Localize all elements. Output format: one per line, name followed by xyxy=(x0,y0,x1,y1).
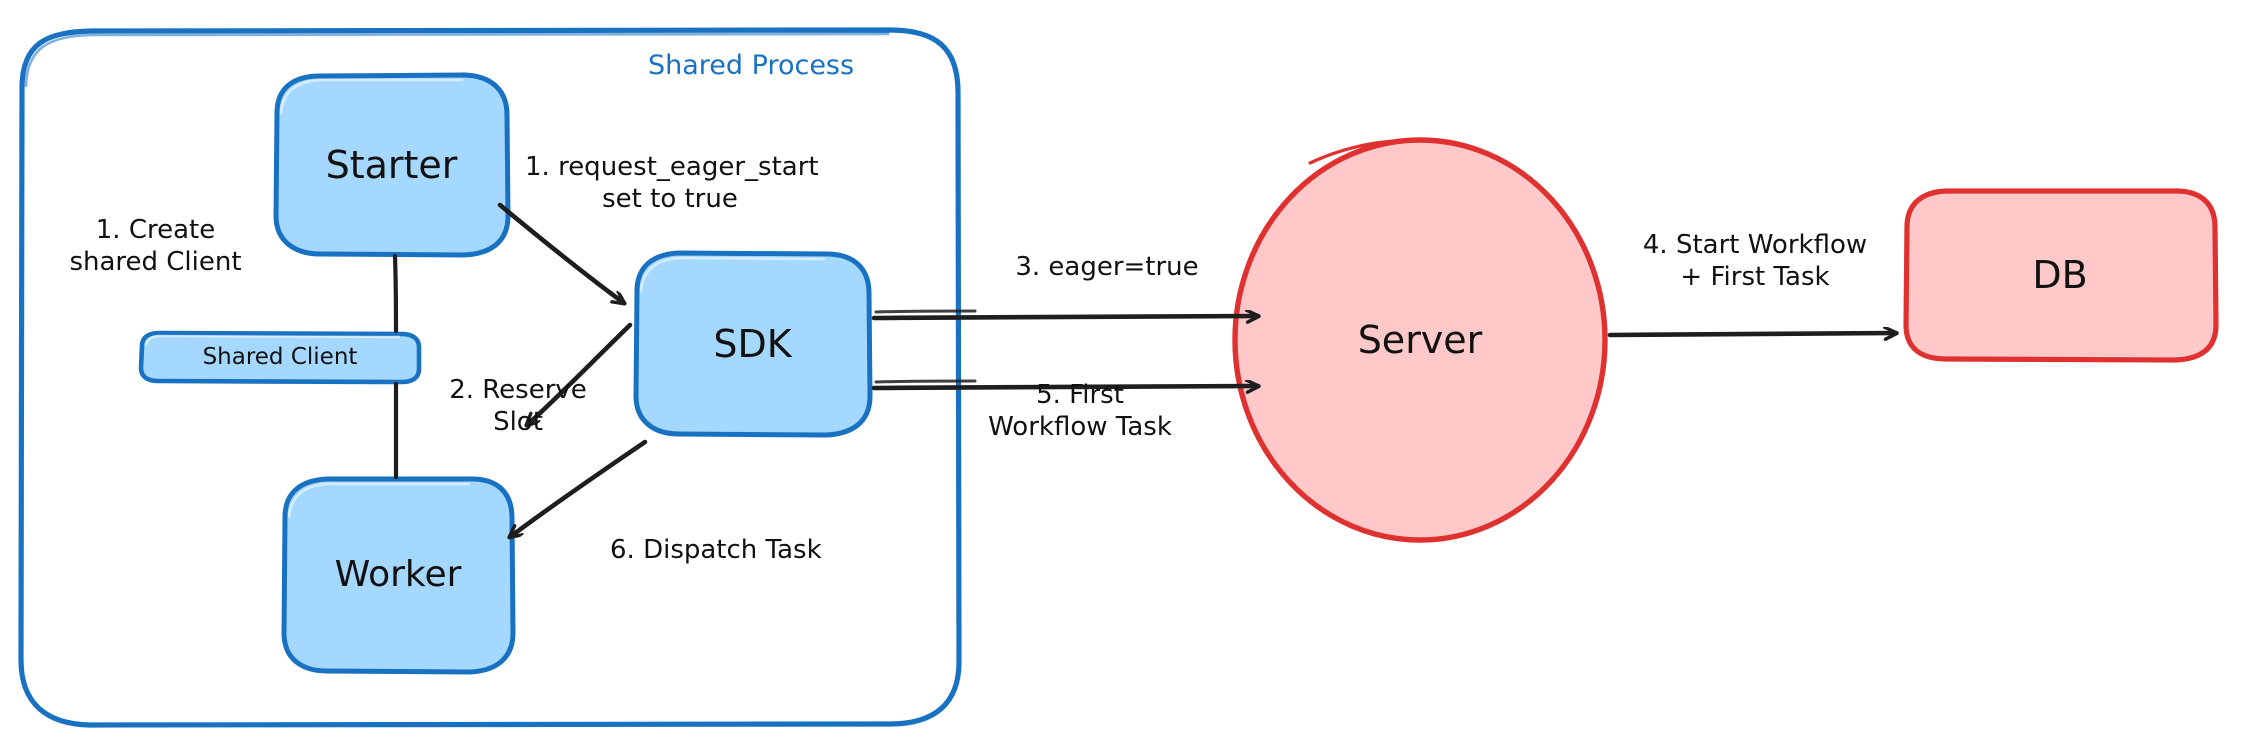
edge-label-create-shared-client: 1. Create shared Client xyxy=(69,215,242,277)
edge-label-reserve-slot: 2. Reserve Slot xyxy=(449,375,587,437)
edge-sdk-to-server-first-task xyxy=(871,379,1258,388)
node-starter-shape[interactable] xyxy=(273,72,511,258)
edge-sdk-to-worker-reserve xyxy=(527,322,633,425)
edge-label-request-eager-start: 1. request_eager_start set to true xyxy=(525,152,819,214)
edge-server-to-db xyxy=(1607,333,1896,335)
edge-starter-to-sdk xyxy=(497,202,624,303)
edge-label-first-workflow-task: 5. First Workflow Task xyxy=(988,380,1172,442)
edge-starter-shared-client-worker xyxy=(392,253,399,480)
edge-label-eager-true: 3. eager=true xyxy=(1015,252,1199,282)
node-shared-client-shape[interactable] xyxy=(138,330,422,385)
node-worker-shape[interactable] xyxy=(281,476,516,675)
edge-sdk-to-worker-dispatch xyxy=(510,439,648,540)
node-db-shape[interactable] xyxy=(1903,188,2219,363)
edge-label-dispatch-task: 6. Dispatch Task xyxy=(610,535,822,565)
edge-sdk-to-server-eager xyxy=(871,309,1258,318)
edge-label-start-workflow: 4. Start Workflow + First Task xyxy=(1642,230,1868,292)
shared-process-container xyxy=(18,27,962,728)
node-sdk-shape[interactable] xyxy=(633,250,873,438)
shared-process-title: Shared Process xyxy=(648,50,855,81)
node-server-shape[interactable] xyxy=(1232,137,1608,543)
